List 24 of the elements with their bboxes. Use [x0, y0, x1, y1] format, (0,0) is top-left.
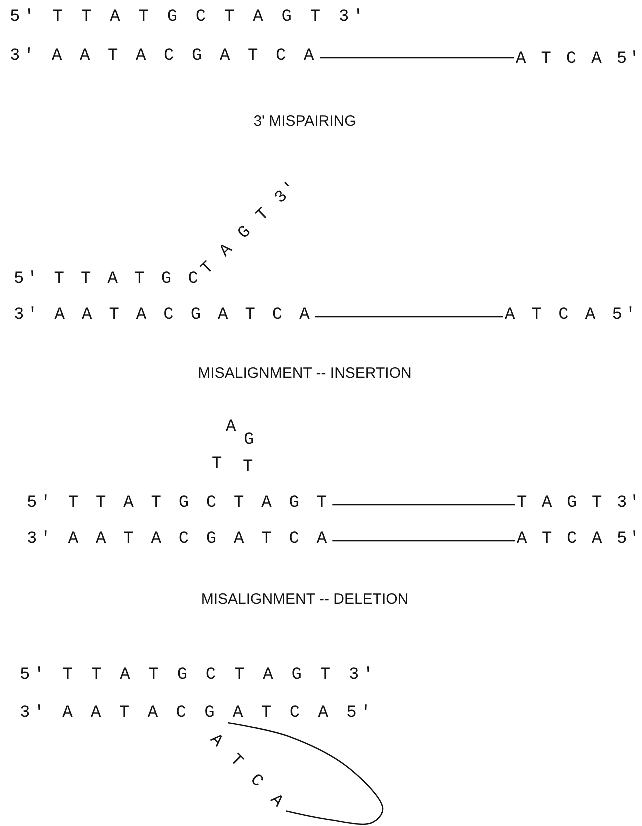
- strand-line: [332, 504, 515, 506]
- dna-sequence: 3' A A T A C G A T C A: [14, 306, 314, 326]
- dna-sequence: A T C A 5': [517, 530, 642, 550]
- strand-line: [315, 316, 503, 318]
- dna-sequence: 3' A A T A C G A T C A: [27, 530, 331, 550]
- dna-sequence: T: [212, 455, 222, 475]
- dna-sequence: T A G T 3': [517, 494, 642, 514]
- panel-caption: MISALIGNMENT -- DELETION: [201, 591, 409, 609]
- dna-sequence: 5' T T A T G C T A G T 3': [10, 8, 368, 28]
- dna-sequence: 5' T T A T G C T A G T 3': [20, 666, 378, 686]
- dna-sequence: A T C A 5': [516, 50, 642, 70]
- strand-line: [320, 57, 514, 59]
- dna-sequence: T: [243, 458, 254, 478]
- dna-sequence: A: [226, 418, 236, 438]
- dna-sequence: G: [244, 431, 254, 451]
- strand-line: [228, 722, 384, 826]
- dna-sequence: 3' A A T A C G A T C A: [10, 47, 318, 67]
- dna-sequence: 3' A A T A C G A T C A 5': [20, 704, 376, 724]
- panel-caption: MISALIGNMENT -- INSERTION: [198, 365, 412, 383]
- dna-sequence: 5' T T A T G C T A G T: [27, 494, 331, 514]
- strand-line: [332, 540, 515, 542]
- dna-sequence: A T C A 5': [505, 306, 640, 326]
- panel-caption: 3' MISPAIRING: [254, 113, 356, 131]
- dna-sequence: A T C A: [205, 730, 290, 816]
